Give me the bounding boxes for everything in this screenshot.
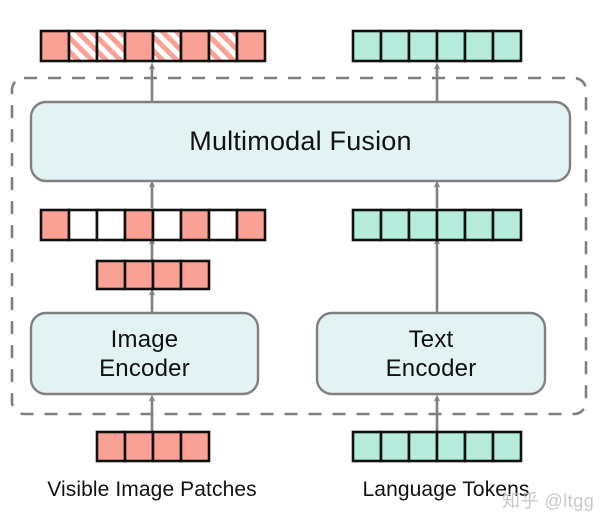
token-cell-solid[interactable] — [407, 29, 439, 63]
token-cell-solid[interactable] — [123, 29, 155, 63]
token-cell-solid[interactable] — [491, 208, 523, 242]
token-cell-solid[interactable] — [179, 430, 211, 463]
token-cell-solid[interactable] — [491, 430, 523, 463]
text-encoder-label: Text Encoder — [317, 325, 545, 383]
token-cell-solid[interactable] — [379, 29, 411, 63]
token-cell-solid[interactable] — [435, 208, 467, 242]
token-cell-solid[interactable] — [123, 259, 155, 291]
token-cell-solid[interactable] — [151, 259, 183, 291]
token-cell-solid[interactable] — [39, 208, 71, 242]
token-cell-solid[interactable] — [179, 29, 211, 63]
token-cell-solid[interactable] — [379, 430, 411, 463]
token-cell-empty[interactable] — [151, 208, 183, 242]
token-cell-solid[interactable] — [123, 430, 155, 463]
token-cell-solid[interactable] — [95, 430, 127, 463]
token-cell-empty[interactable] — [207, 208, 239, 242]
token-cell-empty[interactable] — [67, 208, 99, 242]
token-cell-solid[interactable] — [179, 208, 211, 242]
token-cell-solid[interactable] — [491, 29, 523, 63]
token-cell-solid[interactable] — [407, 430, 439, 463]
token-cell-solid[interactable] — [407, 208, 439, 242]
token-cell-solid[interactable] — [351, 430, 383, 463]
token-cell-solid[interactable] — [151, 430, 183, 463]
strip-encoded-image-tokens[interactable] — [95, 259, 211, 291]
token-cell-solid[interactable] — [95, 259, 127, 291]
token-cell-empty[interactable] — [95, 208, 127, 242]
text-encoder-label-line1: Text — [408, 326, 454, 353]
token-cell-striped[interactable] — [95, 29, 127, 63]
token-cell-solid[interactable] — [463, 430, 495, 463]
strip-input-image-patches[interactable] — [95, 430, 211, 463]
strip-output-text-tokens[interactable] — [351, 29, 523, 63]
token-cell-solid[interactable] — [435, 430, 467, 463]
image-encoder-block[interactable] — [29, 311, 260, 396]
strip-output-image-tokens[interactable] — [39, 29, 267, 63]
caption-visible-image-patches: Visible Image Patches — [47, 478, 257, 501]
token-cell-solid[interactable] — [351, 29, 383, 63]
watermark: 知乎 @ltgg — [502, 491, 595, 511]
caption-language-tokens: Language Tokens — [362, 478, 530, 501]
token-cell-solid[interactable] — [435, 29, 467, 63]
text-encoder-block[interactable] — [315, 311, 547, 396]
token-cell-solid[interactable] — [379, 208, 411, 242]
token-cell-solid[interactable] — [123, 208, 155, 242]
token-cell-solid[interactable] — [463, 29, 495, 63]
image-encoder-label-line2: Encoder — [99, 355, 190, 382]
multimodal-fusion-label: Multimodal Fusion — [189, 126, 412, 156]
strip-input-language-tokens[interactable] — [351, 430, 523, 463]
multimodal-fusion-block[interactable] — [29, 100, 572, 183]
token-cell-solid[interactable] — [235, 29, 267, 63]
image-encoder-label-line1: Image — [110, 326, 179, 353]
strip-masked-image-tokens[interactable] — [39, 208, 267, 242]
token-cell-striped[interactable] — [207, 29, 239, 63]
token-cell-solid[interactable] — [351, 208, 383, 242]
token-cell-solid[interactable] — [235, 208, 267, 242]
token-cell-solid[interactable] — [179, 259, 211, 291]
image-encoder-label: Image Encoder — [31, 325, 258, 383]
token-cell-solid[interactable] — [39, 29, 71, 63]
token-cell-solid[interactable] — [463, 208, 495, 242]
token-cell-striped[interactable] — [151, 29, 183, 63]
token-cell-striped[interactable] — [67, 29, 99, 63]
text-encoder-label-line2: Encoder — [385, 355, 477, 382]
strip-encoded-text-tokens[interactable] — [351, 208, 523, 242]
model-boundary-dashed-box — [10, 76, 588, 416]
